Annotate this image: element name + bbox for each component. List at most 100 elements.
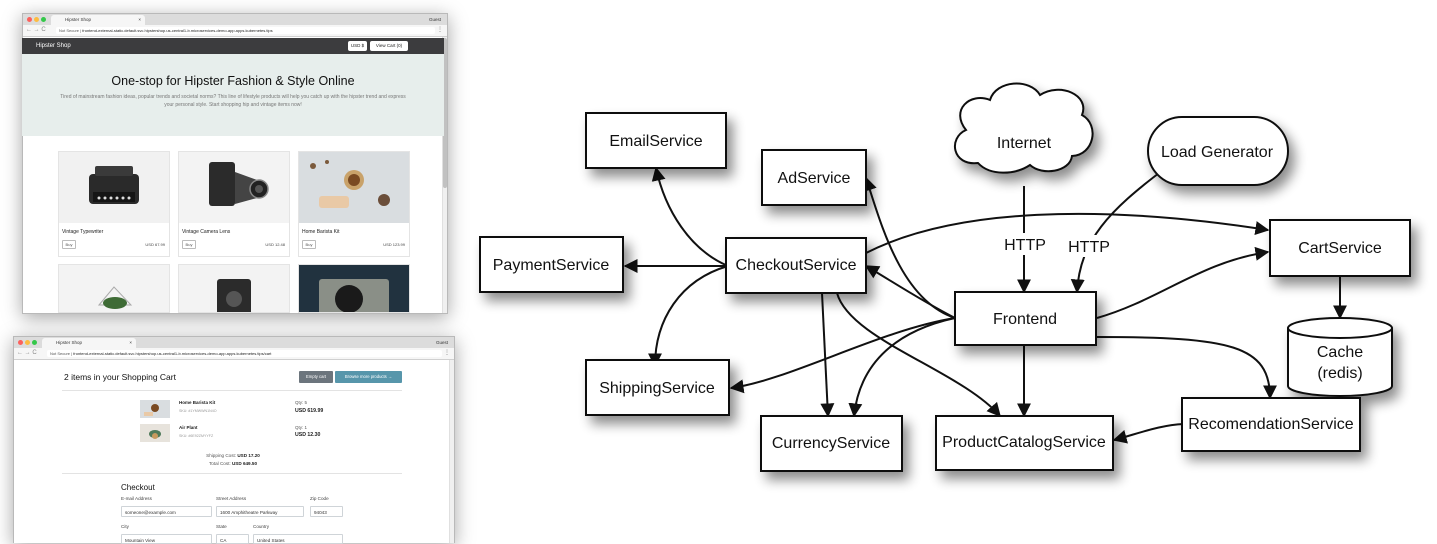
tab-close-icon[interactable]: × — [129, 340, 132, 345]
buy-button[interactable]: Buy — [302, 240, 316, 249]
minimize-window-dot[interactable] — [34, 17, 39, 22]
node-label-cache-redis: (redis) — [1317, 365, 1362, 382]
guest-profile-label[interactable]: Guest — [428, 17, 441, 22]
cart-item-sku: SKU: #6E92ZMYYFZ — [179, 434, 214, 438]
product-name[interactable]: Home Barista Kit — [302, 229, 340, 235]
buy-button[interactable]: Buy — [62, 240, 76, 249]
edge-loadgen-frontend — [1070, 169, 1164, 294]
browse-more-products-button[interactable]: Browse more products → — [335, 371, 402, 383]
product-name[interactable]: Vintage Typewriter — [62, 229, 104, 235]
barista-kit-thumbnail — [140, 400, 170, 418]
node-label-product-catalog-service: ProductCatalogService — [942, 434, 1106, 451]
shop-hero: One-stop for Hipster Fashion & Style Onl… — [22, 54, 444, 136]
empty-cart-button[interactable]: Empty cart — [299, 371, 333, 383]
cart-item-name[interactable]: Air Plant — [179, 425, 198, 430]
cart-item-name[interactable]: Home Barista Kit — [179, 400, 216, 405]
url-text: frontend-external-static.default.svc.hip… — [82, 28, 273, 33]
product-catalog-service-node — [935, 415, 1114, 471]
edge-label-http-loadgen: HTTP — [1068, 239, 1110, 256]
hero-title: One-stop for Hipster Fashion & Style Onl… — [111, 74, 355, 88]
cart-item-price: USD 12.30 — [295, 432, 321, 438]
edge-frontend-currency — [848, 317, 956, 418]
product-card[interactable]: Vintage Typewriter Buy USD 67.99 — [58, 151, 170, 257]
edge-checkout-shipping — [648, 265, 729, 368]
edge-checkout-cart — [865, 212, 1270, 254]
total-cost-value: USD 649.50 — [231, 461, 257, 466]
node-label-cache: Cache — [1317, 344, 1363, 361]
cart-item-sku: SKU: #1YMWWN1N4O — [179, 409, 217, 413]
browser-tab[interactable]: Hipster Shop × — [51, 15, 145, 25]
email-field[interactable]: someone@example.com — [121, 506, 212, 517]
product-price: USD 67.99 — [145, 242, 165, 247]
not-secure-label: Not Secure — [59, 28, 80, 33]
not-secure-label: Not Secure — [50, 351, 71, 356]
close-window-dot[interactable] — [18, 340, 23, 345]
cache-cylinder — [1286, 317, 1393, 397]
product-name[interactable]: Vintage Camera Lens — [182, 229, 231, 235]
product-price: USD 123.99 — [383, 242, 405, 247]
barista-kit-image — [299, 152, 409, 223]
typewriter-image — [59, 152, 169, 223]
node-label-email-service: EmailService — [609, 133, 702, 150]
edge-checkout-currency — [820, 292, 835, 418]
product-card[interactable] — [58, 264, 170, 313]
hero-subtitle: Tired of mainstream fashion ideas, popul… — [60, 94, 406, 108]
total-cost: Total Cost: USD 649.50 — [160, 461, 306, 466]
close-window-dot[interactable] — [27, 17, 32, 22]
nav-arrows-icon[interactable]: ← → C — [17, 350, 37, 356]
http-label-bg — [1063, 235, 1117, 257]
address-bar-row: ← → C Not Secure | frontend-external-sta… — [14, 348, 454, 360]
edge-frontend-cart — [1096, 246, 1270, 319]
maximize-window-dot[interactable] — [41, 17, 46, 22]
product-price: USD 12.48 — [265, 242, 285, 247]
browser-menu-icon[interactable]: ⋮ — [437, 27, 443, 33]
internet-cloud — [954, 82, 1094, 174]
edge-frontend-checkout — [864, 265, 956, 319]
currency-button[interactable]: USD $ — [348, 41, 367, 51]
minimize-window-dot[interactable] — [25, 340, 30, 345]
url-field[interactable]: Not Secure | frontend-external-static.de… — [47, 350, 442, 357]
cart-service-node — [1269, 219, 1411, 277]
cart-item-price: USD 619.99 — [295, 408, 324, 414]
node-label-payment-service: PaymentService — [493, 257, 610, 274]
camera-image — [179, 152, 289, 223]
shop-navbar: Hipster Shop USD $ View Cart (0) — [22, 38, 444, 54]
node-label-recommendation-service: RecomendationService — [1188, 416, 1354, 433]
buy-button[interactable]: Buy — [182, 240, 196, 249]
view-cart-button[interactable]: View Cart (0) — [370, 41, 408, 51]
air-plant-thumbnail — [140, 424, 170, 442]
page-scrollbar[interactable] — [449, 360, 454, 543]
guest-profile-label[interactable]: Guest — [435, 340, 448, 345]
node-label-currency-service: CurrencyService — [772, 435, 890, 452]
product-card[interactable] — [178, 264, 290, 313]
shipping-service-node — [585, 359, 730, 416]
email-label: E-mail Address — [121, 496, 152, 501]
scrollbar-thumb[interactable] — [443, 38, 447, 188]
maximize-window-dot[interactable] — [32, 340, 37, 345]
product-card[interactable] — [298, 264, 410, 313]
shop-brand[interactable]: Hipster Shop — [36, 43, 71, 49]
node-label-shipping-service: ShippingService — [599, 380, 715, 397]
tab-close-icon[interactable]: × — [138, 17, 141, 22]
edge-frontend-ad — [863, 176, 956, 319]
zip-label: Zip Code — [310, 496, 329, 501]
nav-arrows-icon[interactable]: ← → C — [26, 27, 46, 33]
browser-tab-bar: Hipster Shop × Guest — [23, 14, 447, 25]
terrarium-image — [59, 265, 169, 312]
product-card[interactable]: Vintage Camera Lens Buy USD 12.48 — [178, 151, 290, 257]
zip-code-field[interactable]: 94043 — [310, 506, 343, 517]
ad-service-node — [761, 149, 867, 206]
edge-frontend-shipping — [729, 317, 956, 394]
edge-recommendation-catalog — [1112, 423, 1185, 444]
product-card[interactable]: Home Barista Kit Buy USD 123.99 — [298, 151, 410, 257]
checkout-service-node — [725, 237, 867, 294]
cart-title: 2 items in your Shopping Cart — [64, 372, 176, 382]
recommendation-service-node — [1181, 397, 1361, 452]
tab-title: Hipster Shop — [56, 340, 83, 345]
url-field[interactable]: Not Secure | frontend-external-static.de… — [56, 27, 435, 34]
email-service-node — [585, 112, 727, 169]
street-address-field[interactable]: 1600 Amphitheatre Parkway — [216, 506, 304, 517]
film-camera-image — [179, 265, 289, 312]
browser-menu-icon[interactable]: ⋮ — [444, 350, 450, 356]
browser-tab[interactable]: Hipster Shop × — [42, 338, 136, 348]
